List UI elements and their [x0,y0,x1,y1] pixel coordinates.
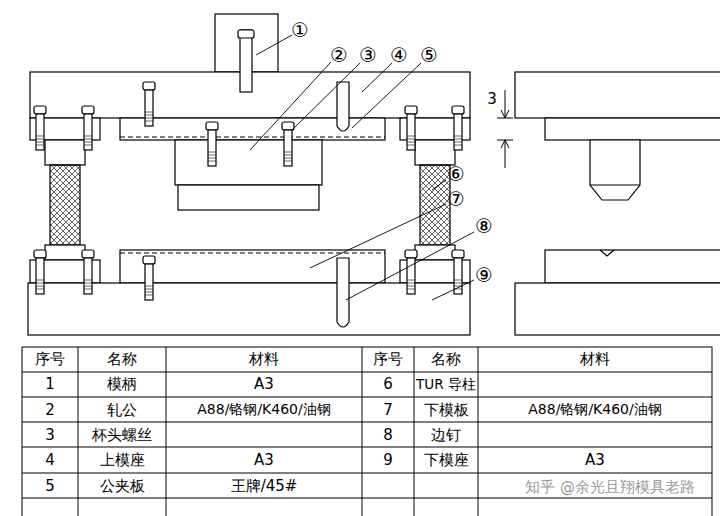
screw-head [238,30,254,38]
table-cell: 序号 [373,351,403,368]
table-cell: 1 [45,376,55,393]
dimension-arrows [501,110,509,148]
table-cell: A88/铬钢/K460/油钢 [528,402,661,417]
bushing [45,245,85,260]
detail-punch [590,140,640,200]
table-cell: 下模板 [424,402,469,419]
table-grid [22,347,712,516]
callout-number: ⑧ [475,215,493,237]
dimension-line [497,90,513,168]
table-cell: 5 [45,478,55,495]
table-cell: A3 [254,452,274,469]
table-cell: 下模座 [424,452,469,469]
lower-die-seat [28,283,470,335]
punch-tip [178,185,319,210]
table-cell: 轧公 [107,402,137,419]
table-cell: 杯头螺丝 [92,427,152,444]
punch [175,140,322,185]
table-cell: 6 [383,376,393,393]
table-cell: 材料 [580,351,610,368]
guide-post [50,165,80,245]
detail-upper-seat [515,72,720,118]
table-cell: 9 [383,452,393,469]
detail-notch [600,250,614,256]
callout-number: ④ [390,44,408,66]
table-cell: A3 [254,376,274,393]
table-cell: 王牌/45# [231,478,298,495]
guide-post [420,165,450,245]
table-cell: A3 [585,452,605,469]
detail-lower-seat [515,283,720,335]
detail-plate [545,118,720,140]
detail-lower-plate [545,250,720,283]
table-cell: 序号 [35,351,65,368]
table-cell: 3 [45,427,55,444]
table-cell: 模柄 [107,376,137,393]
dimension-text: 3 [487,91,497,108]
table-cell: 7 [383,402,393,419]
hidden-line [120,136,385,137]
dowel-pin [337,82,349,131]
callout-number: ① [291,19,309,41]
callout-number: ⑥ [447,163,465,185]
table-cell: 4 [45,452,55,469]
table-cell: 边钉 [431,427,461,444]
table-cell: 材料 [249,351,279,368]
table-cell: 名称 [107,351,137,368]
callout-number: ⑨ [475,264,493,286]
table-cell: TUR 导柱 [416,377,476,392]
hidden-line [120,252,385,253]
watermark: 知乎 @余光且翔模具老路 [525,479,695,496]
table-cell: A88/铬钢/K460/油钢 [197,402,330,417]
callout-number: ⑤ [420,44,438,66]
table-cell: 公夹板 [100,478,145,495]
table-cell: 8 [383,427,393,444]
callout-number: ③ [359,44,377,66]
screw [240,30,252,92]
callout-number: ⑦ [447,188,465,210]
detail-line [590,184,640,185]
callout-number: ② [330,44,348,66]
table-cell: 2 [45,402,55,419]
leader-lines [250,35,474,300]
side-pin [337,258,349,327]
bushing [415,140,455,165]
table-cell: 上模座 [100,452,145,469]
bushing [45,140,85,165]
table-cell: 名称 [431,351,461,368]
